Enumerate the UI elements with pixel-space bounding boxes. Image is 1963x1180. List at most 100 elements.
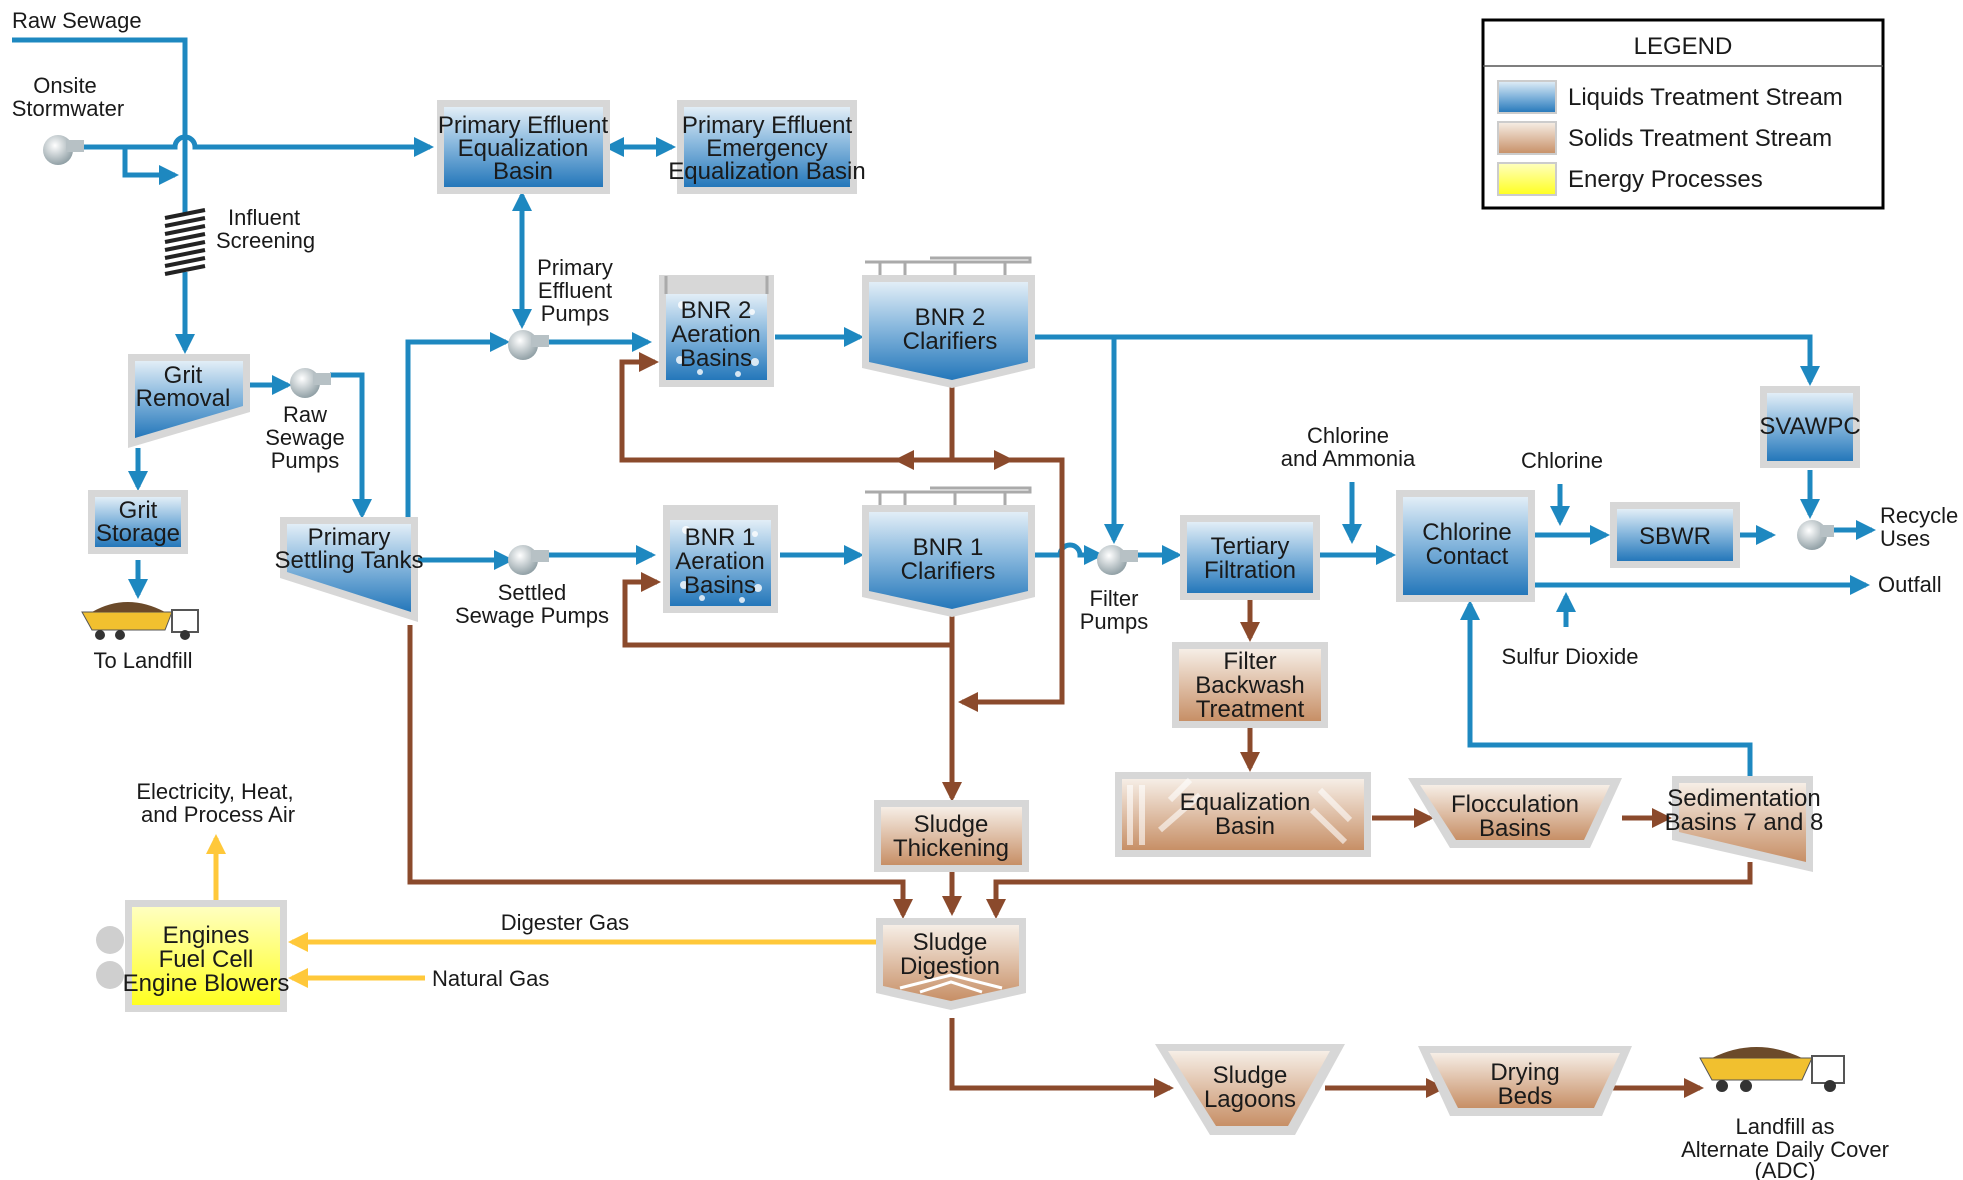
settled-pumps-line-2: Sewage Pumps <box>455 603 609 628</box>
bnr1-aeration-basins: BNR 1 Aeration Basins <box>663 505 778 613</box>
bnr1-clarifiers: BNR 1 Clarifiers <box>862 486 1035 617</box>
flocculation-line-2: Basins <box>1479 815 1551 842</box>
landfill-adc-line-3: (ADC) <box>1754 1158 1815 1180</box>
engines-fuel-cell: Engines Fuel Cell Engine Blowers <box>96 900 289 1012</box>
legend-swatch-energy <box>1497 162 1557 196</box>
engines-line-1: Engines <box>163 922 250 949</box>
eq-basin-line-2: Basin <box>1215 813 1275 840</box>
bnr2-aeration-line-1: BNR 2 <box>681 297 752 324</box>
sludge-thickening: Sludge Thickening <box>874 800 1029 872</box>
legend-item-solids: Solids Treatment Stream <box>1568 125 1832 152</box>
bnr2-aeration-line-3: Basins <box>680 345 752 372</box>
dump-truck-icon <box>81 602 199 640</box>
chlorine-contact-line-1: Chlorine <box>1422 519 1511 546</box>
energy-flow-lines <box>206 834 876 988</box>
grit-removal-unit: Grit Removal <box>128 354 250 448</box>
tertiary-filtration-line-1: Tertiary <box>1211 533 1290 560</box>
drying-beds-line-1: Drying <box>1490 1059 1559 1086</box>
pump-icon <box>508 545 549 575</box>
pe-eq-basin-line-1: Primary Effluent <box>438 112 609 139</box>
sludge-lagoons: Sludge Lagoons <box>1155 1044 1345 1135</box>
outfall-label: Outfall <box>1878 572 1942 597</box>
pump-icon <box>508 330 549 360</box>
primary-settling-line-2: Settling Tanks <box>275 547 424 574</box>
tertiary-filtration-line-2: Filtration <box>1204 557 1296 584</box>
bnr1-aeration-line-2: Aeration <box>675 548 764 575</box>
legend-item-energy: Energy Processes <box>1568 166 1763 193</box>
to-landfill-label: To Landfill <box>93 648 192 673</box>
primary-settling-line-1: Primary <box>308 524 391 551</box>
svawpc-unit: SVAWPC <box>1759 386 1861 468</box>
natural-gas-label: Natural Gas <box>432 966 549 991</box>
grit-storage-unit: Grit Storage <box>88 490 188 554</box>
drying-beds-line-2: Beds <box>1498 1083 1553 1110</box>
raw-sewage-label: Raw Sewage <box>12 8 142 33</box>
bnr1-clarifiers-line-1: BNR 1 <box>913 534 984 561</box>
chlorine-ammonia-line-1: Chlorine <box>1307 423 1389 448</box>
pe-emerg-basin-line-2: Emergency <box>706 135 827 162</box>
chlorine-label: Chlorine <box>1521 448 1603 473</box>
filter-backwash-line-2: Backwash <box>1195 672 1304 699</box>
flocculation-basins: Flocculation Basins <box>1408 778 1622 848</box>
influent-screening-line-2: Screening <box>216 228 315 253</box>
solids-flow-lines <box>407 352 1753 1098</box>
pe-eq-basin-line-2: Equalization <box>458 135 589 162</box>
bnr2-aeration-line-2: Aeration <box>671 321 760 348</box>
engines-line-2: Fuel Cell <box>159 946 254 973</box>
settled-pumps-line-1: Settled <box>498 580 567 605</box>
digester-gas-label: Digester Gas <box>501 910 629 935</box>
pump-icon <box>1097 545 1138 575</box>
chlorine-ammonia-line-2: and Ammonia <box>1281 446 1416 471</box>
grit-storage-line-1: Grit <box>119 497 158 524</box>
sludge-lagoons-line-1: Sludge <box>1213 1062 1288 1089</box>
pump-icon <box>290 368 331 398</box>
raw-sewage-pumps-line-2: Sewage <box>265 425 345 450</box>
legend: LEGEND Liquids Treatment Stream Solids T… <box>1481 18 1885 210</box>
bnr2-clarifiers-line-1: BNR 2 <box>915 304 986 331</box>
pe-emerg-basin-line-1: Primary Effluent <box>682 112 853 139</box>
pe-pumps-line-2: Effluent <box>538 278 612 303</box>
sludge-digestion-line-1: Sludge <box>913 929 988 956</box>
sludge-lagoons-line-2: Lagoons <box>1204 1086 1296 1113</box>
liquids-flow-lines <box>12 37 1876 783</box>
sulfur-dioxide-label: Sulfur Dioxide <box>1502 644 1639 669</box>
legend-title: LEGEND <box>1634 33 1733 60</box>
electricity-line-1: Electricity, Heat, <box>136 779 293 804</box>
sedimentation-line-1: Sedimentation <box>1667 785 1820 812</box>
filter-pumps-line-1: Filter <box>1090 586 1139 611</box>
grit-storage-line-2: Storage <box>96 520 180 547</box>
raw-sewage-pumps-line-1: Raw <box>283 402 327 427</box>
raw-sewage-pumps-line-3: Pumps <box>271 448 339 473</box>
pe-emerg-basin-line-3: Equalization Basin <box>668 158 865 185</box>
chlorine-contact: Chlorine Contact <box>1396 490 1535 602</box>
flocculation-line-1: Flocculation <box>1451 791 1579 818</box>
electricity-line-2: and Process Air <box>141 802 295 827</box>
sbwr-label: SBWR <box>1639 523 1711 550</box>
sludge-digestion: Sludge Digestion <box>876 918 1026 1010</box>
pe-equalization-basin: Primary Effluent Equalization Basin <box>437 100 610 194</box>
legend-swatch-solids <box>1497 121 1557 155</box>
bnr1-clarifiers-line-2: Clarifiers <box>901 558 996 585</box>
influent-screening-line-1: Influent <box>228 205 300 230</box>
filter-backwash-treatment: Filter Backwash Treatment <box>1172 642 1328 728</box>
filter-pumps-line-2: Pumps <box>1080 609 1148 634</box>
primary-settling-tanks: Primary Settling Tanks <box>275 517 424 622</box>
grit-removal-line-1: Grit <box>164 362 203 389</box>
tertiary-filtration: Tertiary Filtration <box>1180 515 1320 600</box>
pe-pumps-line-3: Pumps <box>541 301 609 326</box>
pump-icon <box>43 135 84 165</box>
eq-basin-line-1: Equalization <box>1180 789 1311 816</box>
sludge-digestion-line-2: Digestion <box>900 953 1000 980</box>
engines-line-3: Engine Blowers <box>123 970 290 997</box>
pe-pumps-line-1: Primary <box>537 255 613 280</box>
landfill-adc-line-1: Landfill as <box>1735 1114 1834 1139</box>
sludge-thickening-line-1: Sludge <box>914 811 989 838</box>
onsite-stormwater-line-1: Onsite <box>33 73 97 98</box>
bnr2-clarifiers-line-2: Clarifiers <box>903 328 998 355</box>
svawpc-label: SVAWPC <box>1759 413 1860 440</box>
recycle-uses-line-2: Uses <box>1880 526 1930 551</box>
pe-emergency-basin: Primary Effluent Emergency Equalization … <box>668 100 866 194</box>
chlorine-contact-line-2: Contact <box>1426 543 1509 570</box>
sedimentation-basins: Sedimentation Basins 7 and 8 <box>1665 776 1823 872</box>
